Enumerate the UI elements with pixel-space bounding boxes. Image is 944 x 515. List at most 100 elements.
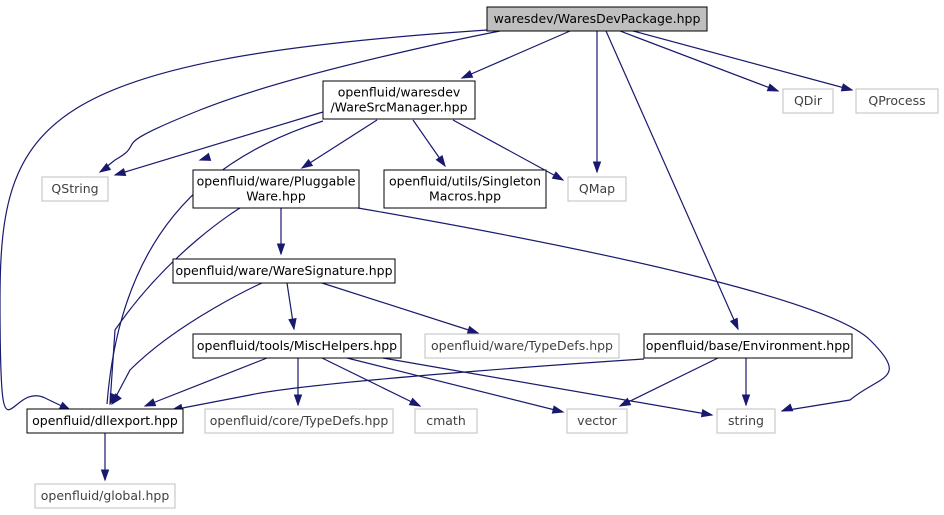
node-cmath: cmath [414,408,478,434]
node-box [486,6,708,32]
node-label: openfluid/core/TypeDefs.hpp [210,413,389,428]
edge-line [106,120,324,405]
node-mischelpers[interactable]: openfluid/tools/MiscHelpers.hpp [192,333,402,359]
node-label: string [728,413,764,428]
arrowhead [840,83,854,92]
node-label: cmath [426,413,466,428]
edge-line [99,30,501,173]
edge-pluggableware-to-dllexport [109,207,241,406]
edge-mischelpers-to-string [382,357,714,418]
edge-warespackage-to-qmap [592,31,602,174]
edge-line [357,207,890,412]
node-box [322,80,476,120]
edge-line [109,207,241,405]
edge-line [382,357,713,416]
arrowhead [113,167,127,177]
edge-warespackage-to-qstring [98,30,501,173]
edge-mischelpers-to-coretypedefs [293,358,303,407]
node-box [192,169,360,209]
node-box [424,333,620,359]
node-label: openfluid/tools/MiscHelpers.hpp [197,338,397,353]
node-box [782,88,834,114]
node-label: openfluid/base/Environment.hpp [646,338,850,353]
node-dllexport[interactable]: openfluid/dllexport.hpp [26,408,184,434]
node-string: string [716,408,776,434]
edge-line [321,282,479,334]
node-qmap: QMap [567,176,627,202]
nodes-layer: waresdev/WaresDevPackage.hpp openfluid/wa… [26,6,939,509]
edge-mischelpers-to-dllexport [143,357,268,407]
arrowhead [300,158,314,169]
edge-line [632,30,853,91]
arrowhead [618,397,632,407]
edge-mischelpers-to-vector [346,357,565,414]
edge-dllexport-to-global [100,433,110,482]
arrowhead [408,397,422,407]
edge-line [321,357,421,407]
edge-line [346,357,564,413]
node-label: openfluid/ware/Pluggable [197,174,356,189]
node-label: Macros.hpp [429,189,501,204]
node-label: waresdev/WaresDevPackage.hpp [494,11,701,26]
edge-waresignature-to-waretypedefs [321,282,480,334]
node-label: openfluid/dllexport.hpp [32,413,178,428]
edge-pluggableware-to-string [357,207,890,412]
node-waresrcmanager[interactable]: openfluid/waresdev/WareSrcManager.hpp [322,80,476,120]
node-label: openfluid/utils/Singleton [389,174,541,189]
node-box [567,176,627,202]
edge-environment-to-string [741,358,751,407]
edge-line [111,282,263,405]
edge-waresignature-to-mischelpers [286,282,297,331]
arrowhead [780,403,794,412]
edge-environment-to-dllexport [170,358,645,412]
edge-pluggableware-to-waresignature [276,208,286,256]
node-label: /WareSrcManager.hpp [330,100,467,115]
node-label: openfluid/ware/TypeDefs.hpp [431,338,613,353]
arrowhead [741,394,751,407]
edge-warespackage-to-qprocess [632,30,854,92]
edge-waresrcmanager-to-pluggableware [300,119,378,169]
node-waresignature[interactable]: openfluid/ware/WareSignature.hpp [172,258,396,284]
node-box [172,258,396,284]
arrowhead [551,405,565,414]
node-box [566,408,628,434]
node-qdir: QDir [782,88,834,114]
node-coretypedefs: openfluid/core/TypeDefs.hpp [204,408,394,434]
node-box [26,408,184,434]
edge-waresrcmanager-to-qstring [113,111,324,177]
edges-layer [0,29,890,482]
edge-waresignature-to-dllexport [111,282,263,406]
node-box [192,333,402,359]
arrowhead [98,162,112,173]
node-vector: vector [566,408,628,434]
edge-line [619,357,719,407]
arrowhead [466,325,480,334]
node-box [34,483,176,509]
arrowhead [551,171,565,181]
arrowhead [460,69,474,79]
edge-environment-to-vector [618,357,719,407]
arrowhead [143,398,157,407]
arrowhead [100,469,110,482]
edge-mischelpers-to-cmath [321,357,422,407]
node-global: openfluid/global.hpp [34,483,176,509]
arrowhead [111,393,122,406]
node-environment[interactable]: openfluid/base/Environment.hpp [643,333,853,359]
arrowhead [435,154,446,168]
edge-line [619,30,779,92]
edge-line [171,358,645,411]
edge-line [0,29,488,411]
node-box [716,408,776,434]
node-box [41,176,109,202]
node-warespackage[interactable]: waresdev/WaresDevPackage.hpp [486,6,708,32]
arrowhead [288,318,297,331]
node-label: QMap [579,181,615,196]
edge-line [301,119,378,169]
edge-waresrcmanager-to-dllexport [106,120,324,405]
node-qstring: QString [41,176,109,202]
node-box [855,88,939,114]
edge-line [461,30,571,79]
